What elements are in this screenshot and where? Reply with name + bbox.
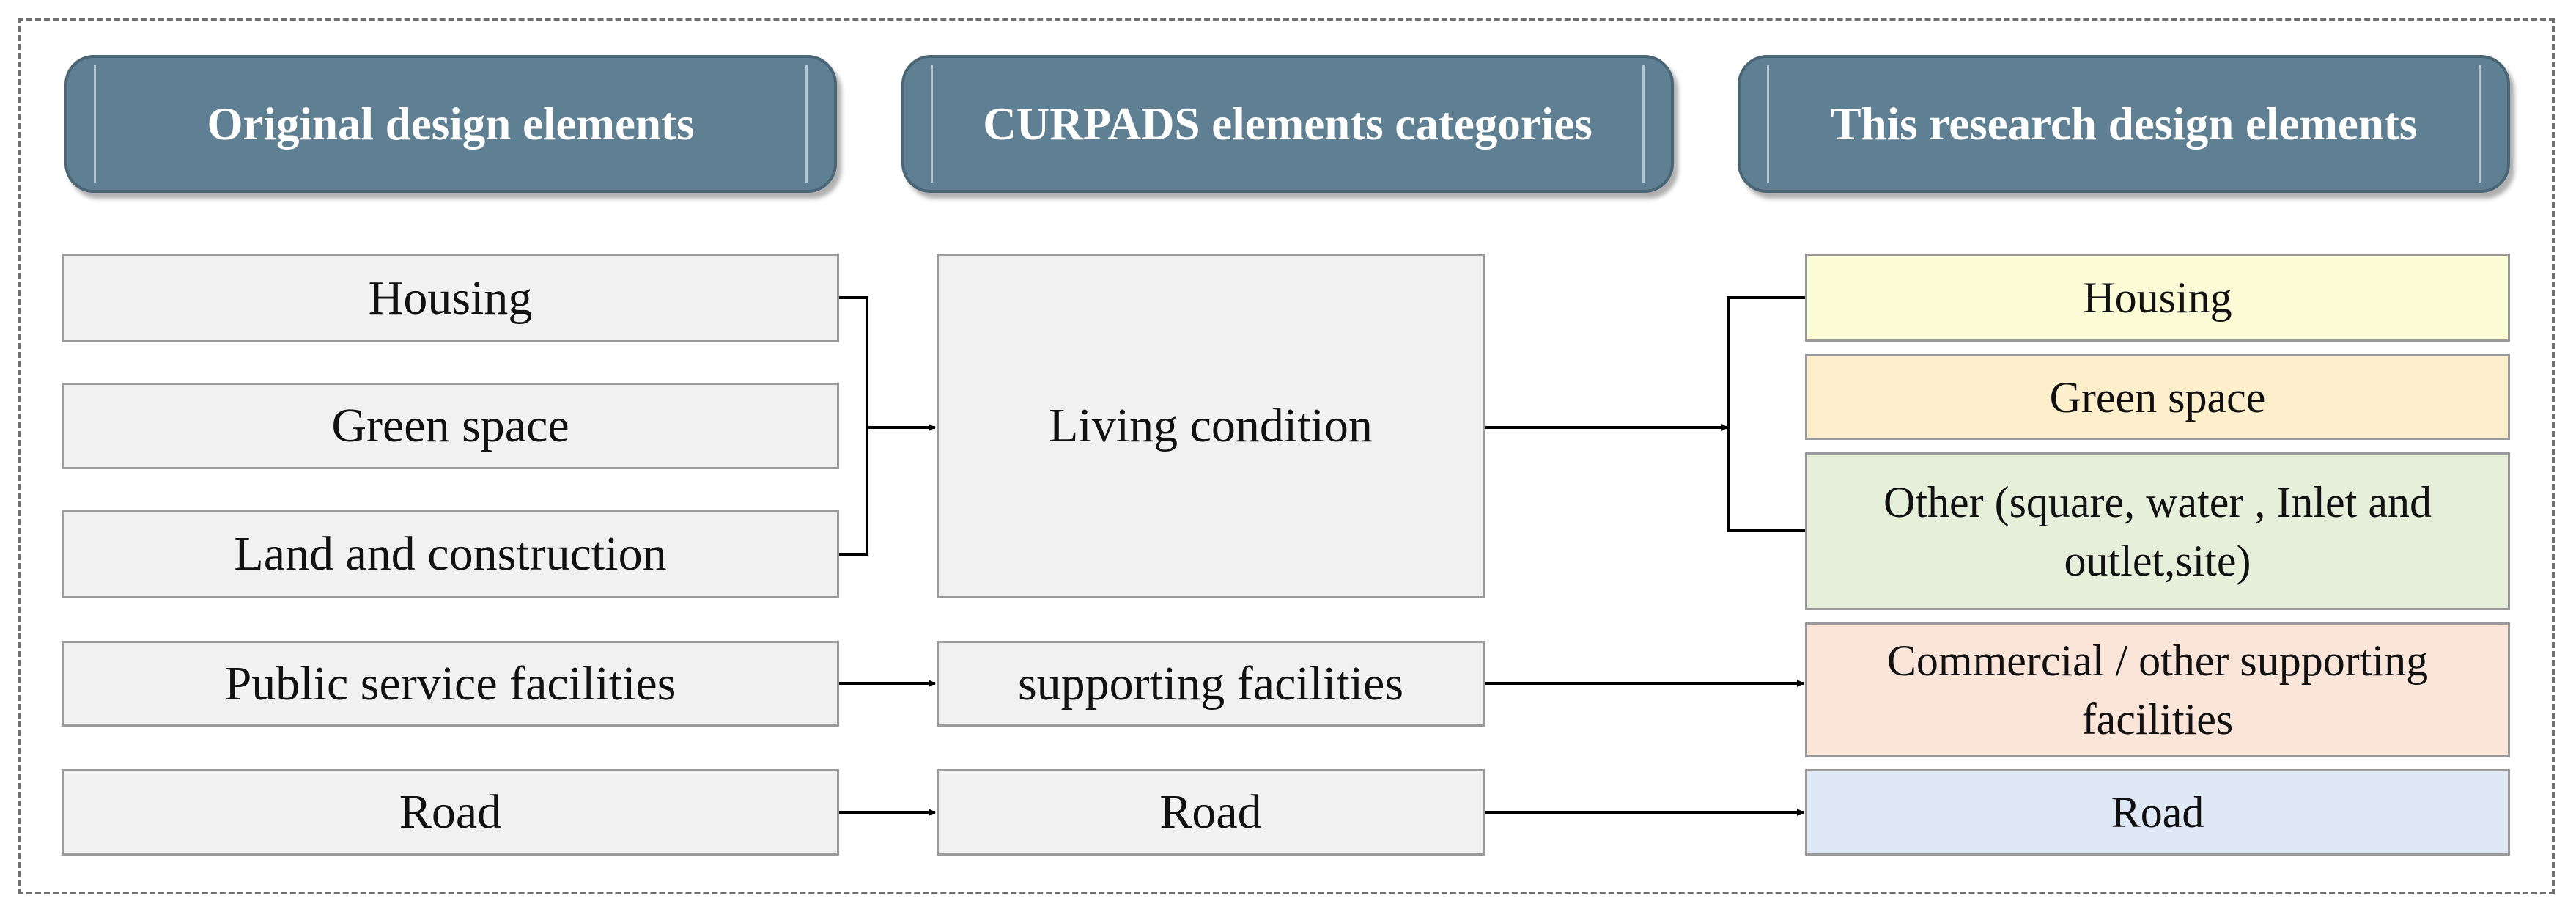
research-road-box: Road <box>1805 769 2510 856</box>
research-commercial-label: Commercial / other supporting facilities <box>1886 636 2429 743</box>
curpads-supporting-facilities-label: supporting facilities <box>1017 656 1404 710</box>
curpads-road-label: Road <box>1159 785 1262 839</box>
header-research-design-elements: This research design elements <box>1738 55 2510 193</box>
header-curpads-categories: CURPADS elements categories <box>901 55 1674 193</box>
header-research-label: This research design elements <box>1830 98 2418 150</box>
header-original-label: Original design elements <box>207 98 695 150</box>
original-public-service-box: Public service facilities <box>62 641 839 727</box>
original-green-space-box: Green space <box>62 383 839 469</box>
original-public-service-label: Public service facilities <box>224 656 676 710</box>
research-green-space-box: Green space <box>1805 354 2510 440</box>
original-road-box: Road <box>62 769 839 856</box>
header-original-design-elements: Original design elements <box>64 55 837 193</box>
research-housing-box: Housing <box>1805 254 2510 342</box>
header-curpads-label: CURPADS elements categories <box>983 98 1593 150</box>
research-commercial-box: Commercial / other supporting facilities <box>1805 622 2510 757</box>
original-housing-label: Housing <box>368 271 533 325</box>
original-land-construction-box: Land and construction <box>62 510 839 598</box>
bracket-research-top-group <box>1727 296 1805 532</box>
curpads-road-box: Road <box>937 769 1485 856</box>
original-green-space-label: Green space <box>331 399 569 452</box>
original-housing-box: Housing <box>62 254 839 342</box>
research-green-space-label: Green space <box>2049 372 2266 422</box>
diagram-frame <box>18 18 2555 894</box>
research-other-label: Other (square, water , Inlet and outlet,… <box>1883 477 2432 585</box>
original-land-construction-label: Land and construction <box>234 527 667 581</box>
curpads-living-condition-label: Living condition <box>1049 399 1373 452</box>
research-other-box: Other (square, water , Inlet and outlet,… <box>1805 452 2510 610</box>
curpads-living-condition-box: Living condition <box>937 254 1485 598</box>
curpads-supporting-facilities-box: supporting facilities <box>937 641 1485 727</box>
research-road-label: Road <box>2111 788 2204 837</box>
research-housing-label: Housing <box>2083 273 2232 322</box>
bracket-original-to-living <box>839 296 868 556</box>
original-road-label: Road <box>399 785 502 839</box>
